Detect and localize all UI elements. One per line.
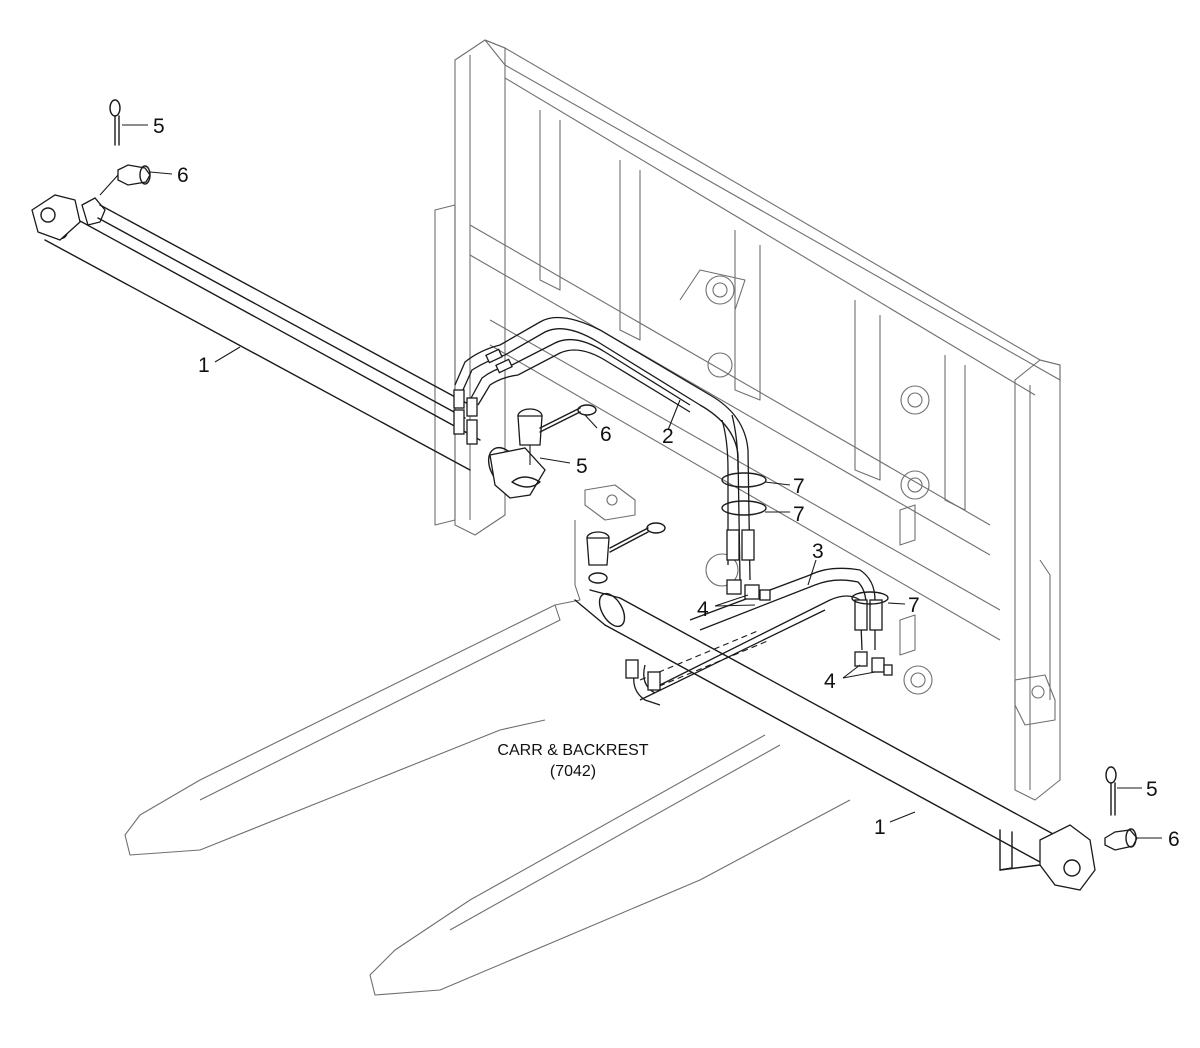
callout-4-lower: 4	[824, 670, 836, 693]
fittings-upper	[726, 579, 771, 601]
fork-left	[124, 520, 581, 856]
fittings-lower	[854, 651, 893, 676]
callout-1-lower: 1	[874, 816, 886, 839]
caption-title: CARR & BACKREST	[497, 742, 648, 759]
cylinder-upper	[31, 194, 546, 499]
callout-7-upper: 7	[793, 475, 805, 498]
callout-6-bottom-right: 6	[1168, 828, 1180, 851]
callout-4-upper: 4	[697, 598, 709, 621]
pin-bottom-right	[1104, 828, 1138, 851]
callout-1-upper: 1	[198, 354, 210, 377]
callout-2: 2	[662, 425, 674, 448]
callouts: 5 6 1 2 6 5 7 7 3 4 7 4 1 5 6	[153, 115, 1180, 851]
hose-assembly-lower	[625, 567, 883, 706]
hose-assembly-upper	[453, 316, 755, 581]
pin-center-lower	[586, 531, 610, 584]
callout-7-lower: 7	[908, 594, 920, 617]
fork-right	[369, 734, 851, 996]
pin-center-upper	[517, 408, 543, 465]
caption-subtitle: (7042)	[550, 763, 596, 780]
diagram-caption: CARR & BACKREST (7042)	[497, 742, 648, 780]
cotter-center-lower	[609, 522, 666, 553]
callout-6-top-left: 6	[177, 164, 189, 187]
callout-5-center: 5	[576, 455, 588, 478]
pin-top-left	[99, 164, 151, 196]
cotter-center-upper	[539, 404, 597, 433]
callout-5-top-left: 5	[153, 115, 165, 138]
callout-5-bottom-right: 5	[1146, 778, 1158, 801]
leader-lines	[122, 124, 1162, 839]
cotter-top-left	[109, 99, 121, 146]
cylinder-lower	[574, 589, 1096, 891]
callout-6-center: 6	[600, 423, 612, 446]
callout-3: 3	[812, 540, 824, 563]
cotter-bottom-right	[1105, 766, 1117, 816]
callout-7-middle: 7	[793, 503, 805, 526]
backrest-frame	[434, 39, 1061, 801]
hose-clamps	[721, 472, 889, 605]
